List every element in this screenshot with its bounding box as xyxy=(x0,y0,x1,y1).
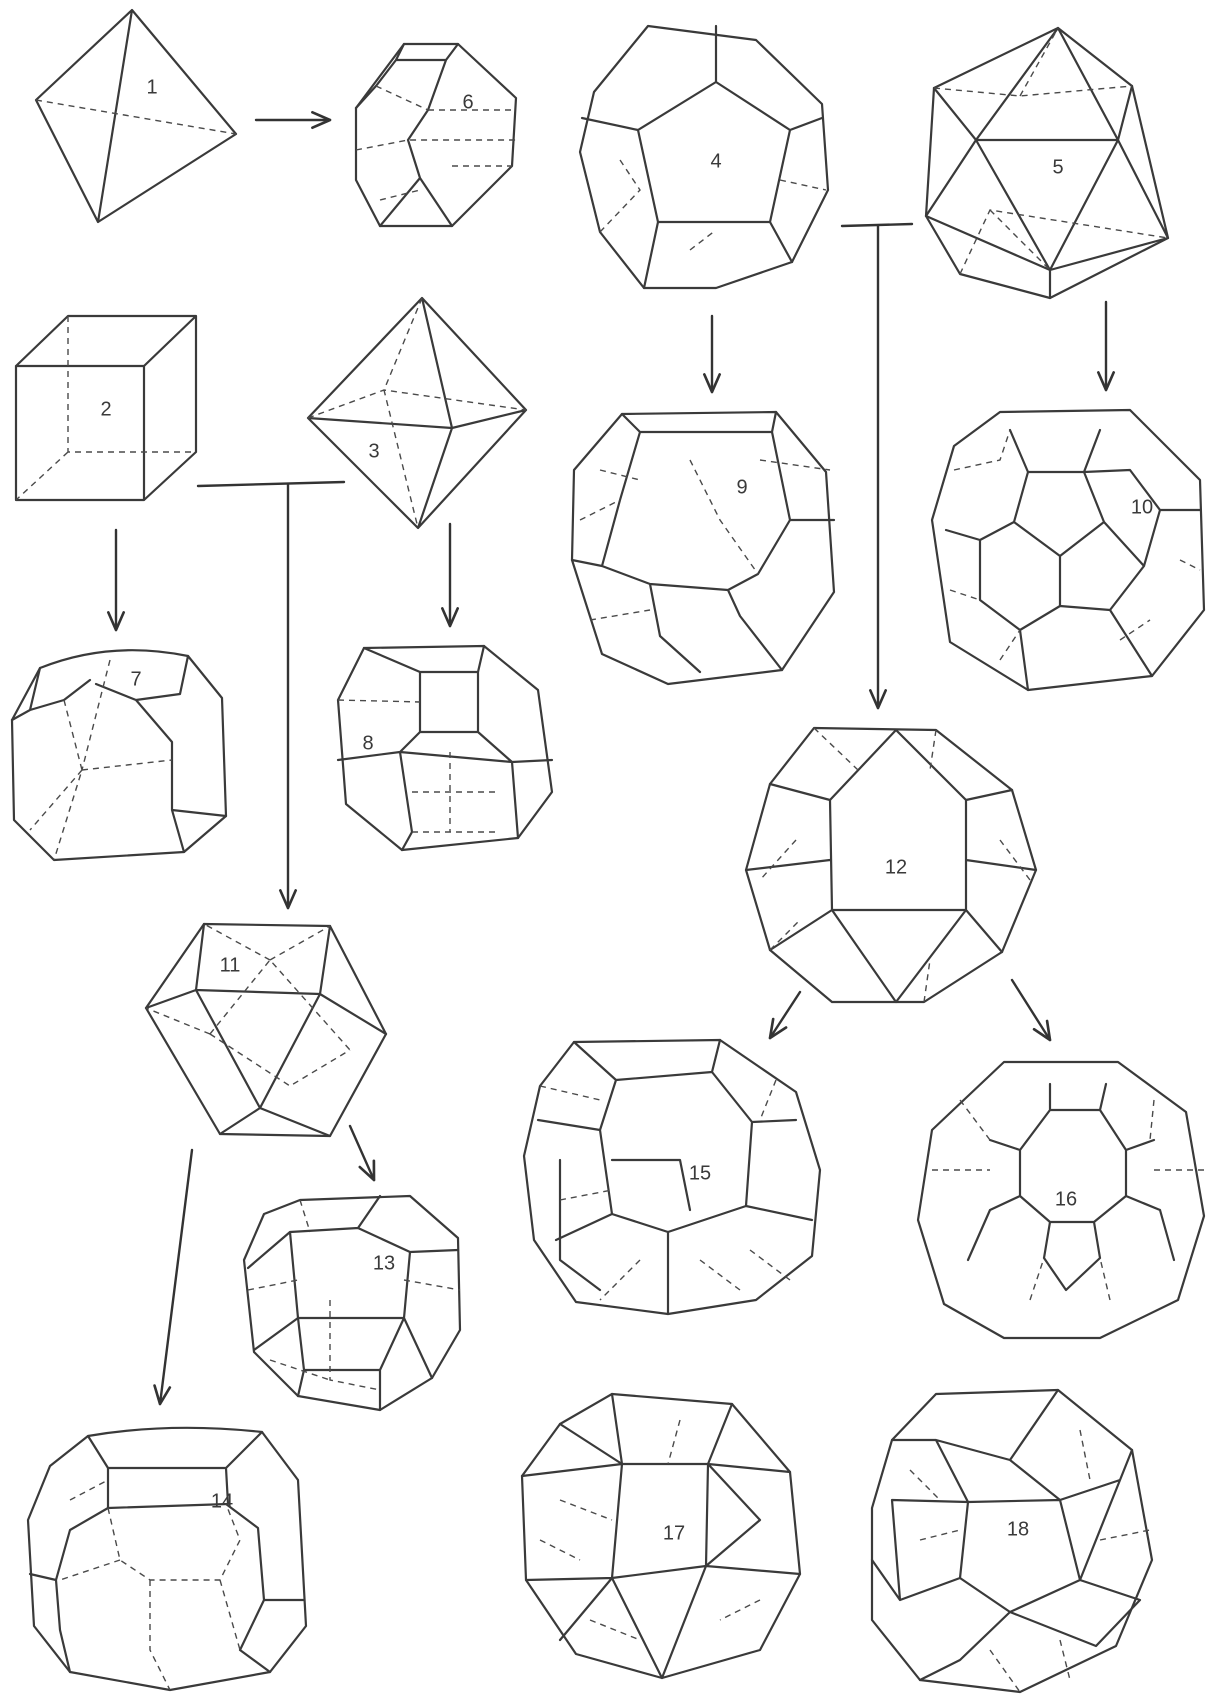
arrow-11-to-13 xyxy=(350,1126,374,1180)
polyhedron-2-cube: 2 xyxy=(16,316,196,500)
polyhedron-3-octahedron: 3 xyxy=(308,298,526,528)
label-1: 1 xyxy=(146,76,157,98)
polyhedron-6-truncated-tetrahedron: 6 xyxy=(356,44,516,226)
label-9: 9 xyxy=(736,476,747,498)
polyhedron-5-icosahedron: 5 xyxy=(926,28,1168,298)
label-14: 14 xyxy=(211,1490,233,1512)
polyhedron-14-truncated-cuboctahedron: 14 xyxy=(28,1428,306,1690)
arrow-12-to-15 xyxy=(770,992,800,1038)
polyhedron-8-truncated-octahedron: 8 xyxy=(338,646,552,850)
polyhedron-15-rhombicosidodecahedron: 15 xyxy=(524,1040,820,1314)
label-2: 2 xyxy=(100,398,111,420)
polyhedron-12-icosidodecahedron: 12 xyxy=(746,728,1036,1002)
label-16: 16 xyxy=(1055,1188,1077,1210)
polyhedron-4-dodecahedron: 4 xyxy=(580,26,828,288)
label-8: 8 xyxy=(362,732,373,754)
label-5: 5 xyxy=(1052,156,1063,178)
label-17: 17 xyxy=(663,1522,685,1544)
label-7: 7 xyxy=(130,668,141,690)
polyhedron-7-truncated-cube: 7 xyxy=(12,650,226,860)
polyhedron-16-truncated-icosidodecahedron: 16 xyxy=(918,1062,1204,1338)
label-11: 11 xyxy=(220,954,241,976)
label-12: 12 xyxy=(885,856,907,878)
arrow-12-to-16 xyxy=(1012,980,1050,1040)
polyhedron-9-truncated-dodecahedron: 9 xyxy=(572,412,834,684)
label-4: 4 xyxy=(710,150,721,172)
polyhedron-11-cuboctahedron: 11 xyxy=(146,924,386,1136)
label-3: 3 xyxy=(368,440,379,462)
polyhedron-1-tetrahedron: 1 xyxy=(36,10,236,222)
arrow-11-to-14 xyxy=(160,1150,192,1404)
label-18: 18 xyxy=(1007,1518,1029,1540)
connector-4-5-to-12 xyxy=(842,224,912,708)
polyhedron-10-truncated-icosahedron: 10 xyxy=(932,410,1204,690)
polyhedron-18-snub-dodecahedron: 18 xyxy=(872,1390,1152,1692)
polyhedron-13-rhombicuboctahedron: 13 xyxy=(244,1196,460,1410)
label-13: 13 xyxy=(373,1252,395,1274)
label-10: 10 xyxy=(1131,496,1153,518)
label-15: 15 xyxy=(689,1162,711,1184)
label-6: 6 xyxy=(462,91,473,113)
polyhedron-17-snub-cube: 17 xyxy=(522,1394,800,1678)
